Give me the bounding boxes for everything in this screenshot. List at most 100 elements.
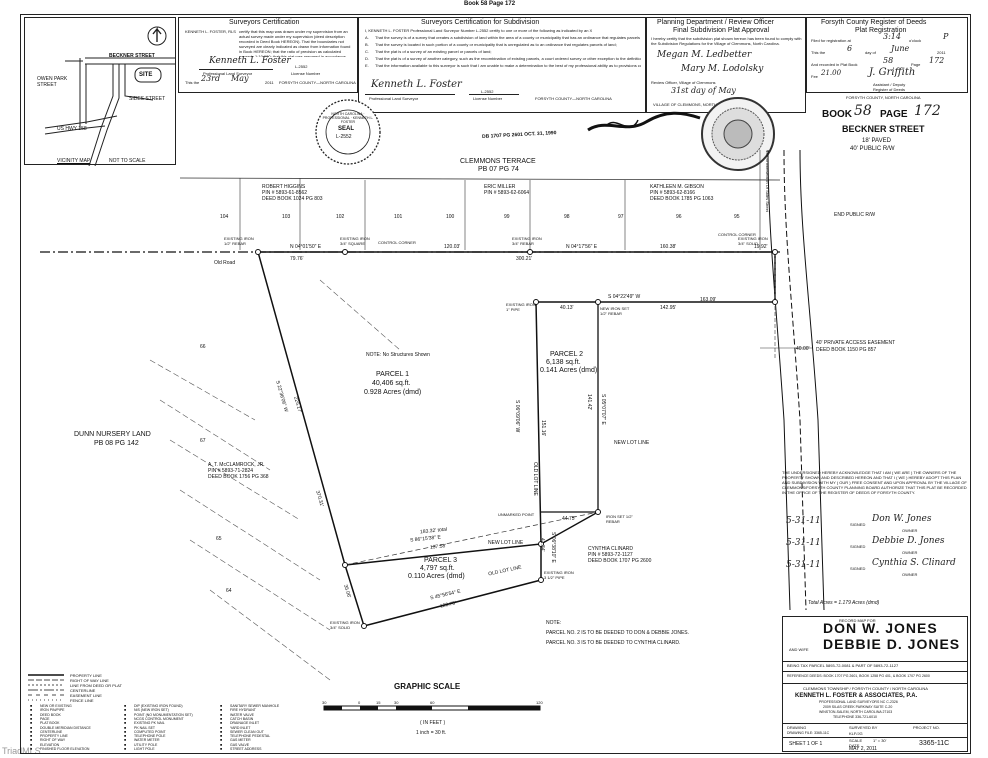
legend-entry: STREET ADDRESS xyxy=(230,747,262,751)
lot-number: 95 xyxy=(734,214,740,220)
owner-role: OWNER xyxy=(902,550,918,555)
owner-cert-date: 5-31-11 xyxy=(786,516,821,526)
firm-address: 2009 SILAS CREEK PARKWAY SUITE C-20 xyxy=(823,705,893,709)
vicinity-street: BECKNER STREET xyxy=(109,53,155,59)
legend-entry: ELEVATION xyxy=(40,742,60,747)
dunn-nursery-pb: PB 08 PG 142 xyxy=(94,440,139,447)
surveyor-name: KENNETH L. FOSTER, RLS xyxy=(185,29,236,34)
legend-symbol-icon: ■ xyxy=(124,742,127,747)
legend-entry: LIGHT POLE xyxy=(134,747,155,751)
bearing: S 05°07'07" E xyxy=(600,394,606,425)
legend-symbol-icon: ■ xyxy=(220,704,223,708)
old-road: Old Road xyxy=(214,260,236,266)
clemmons-terrace: CLEMMONS TERRACE xyxy=(460,158,536,165)
legend-entry: PAGE xyxy=(40,716,50,721)
graphic-scale-bar xyxy=(323,705,541,711)
distance: 151.16' xyxy=(540,420,546,437)
vicinity-scale-note: NOT TO SCALE xyxy=(109,158,146,164)
legend-symbol-icon: ■ xyxy=(30,725,33,730)
plat-date: MAY 2, 2011 xyxy=(849,746,878,752)
legend-entry: DEED BOOK xyxy=(40,712,61,717)
surveyor-seal: NORTH CAROLINA · PROFESSIONAL · KENNETH … xyxy=(314,98,382,166)
owner-pin: PIN # 5893-62-8166 xyxy=(650,190,696,196)
reference-deeds: REFERENCE DEEDS: BOOK 1707 PG 2601, BOOK… xyxy=(787,674,930,678)
register-month: June xyxy=(891,44,910,53)
legend-symbol-icon: ■ xyxy=(220,712,223,717)
legend-entry: NEW OR EXISTING xyxy=(40,704,72,708)
register-place: FORSYTH COUNTY, NORTH CAROLINA xyxy=(846,95,921,100)
easement-label: 40' PRIVATE ACCESS EASEMENT xyxy=(816,340,896,346)
legend-symbol-icon: ■ xyxy=(220,708,223,713)
legend-symbol-icon: ■ xyxy=(30,734,33,739)
owner-deed: DEED BOOK 1756 PG 368 xyxy=(208,474,269,480)
scale-label: SCALE xyxy=(849,738,863,743)
firm-sub: PROFESSIONAL LAND SURVEYORS NC C-2326 xyxy=(819,700,898,704)
legend-symbol-icon: ■ xyxy=(30,738,33,743)
parcel-note: NOTE: xyxy=(546,620,562,626)
scale-tick: 0 xyxy=(358,700,361,705)
legend: PROPERTY LINE RIGHT OF WAY LINE LINE FRO… xyxy=(24,672,314,752)
owner-deed: DEED BOOK 1024 PG 803 xyxy=(262,196,323,202)
beckner-street: BECKNER STREET xyxy=(842,124,925,134)
parcel-note: PARCEL NO. 3 IS TO BE DEEDED TO CYNTHIA … xyxy=(546,640,681,646)
parcel-sqft: 6,138 sq.ft. xyxy=(546,359,581,366)
lot-number: 100 xyxy=(446,214,455,220)
lot-line-label: NEW LOT LINE xyxy=(488,540,524,546)
seal-label: SEAL xyxy=(338,126,355,132)
lot-number: 101 xyxy=(394,214,403,220)
book-stamp-prefix: BOOK xyxy=(822,109,852,120)
parcel-sqft: 4,797 sq.ft. xyxy=(420,565,455,572)
owner-name: ERIC MILLER xyxy=(484,184,516,190)
plat-note: NOTE: No Structures Shown xyxy=(366,352,430,358)
scale-tick: 30 xyxy=(322,700,327,705)
seal-ring-text: NORTH CAROLINA · PROFESSIONAL · KENNETH … xyxy=(322,112,374,124)
surveyor-license: L-2552 xyxy=(295,64,308,69)
record-map-label: RECORD MAP FOR xyxy=(839,618,876,623)
project-label: PROJECT NO. xyxy=(913,725,940,730)
register-title: Forsyth County Register of Deeds xyxy=(821,19,927,26)
subdivision-cert-lead: I, KENNETH L. FOSTER Professional Land S… xyxy=(365,28,593,33)
owner-secondary: DEBBIE D. JONES xyxy=(823,636,961,652)
legend-symbol-icon: ■ xyxy=(30,747,33,751)
cert-item-letter: A. xyxy=(365,35,369,40)
owner-pin: PIN # 5893-61-8562 xyxy=(262,190,308,196)
and-wife-label: AND WIFE xyxy=(789,647,809,652)
register-of-deeds: Forsyth County Register of Deeds Plat Re… xyxy=(806,17,968,93)
scale-unit: ( IN FEET ) xyxy=(420,720,446,726)
owner-name: KATHLEEN M. GIBSON xyxy=(650,184,704,190)
pin-label: EXISTING IRON 1/2" REBAR xyxy=(224,236,254,246)
distance: 141.42' xyxy=(586,394,592,411)
lot-number: 102 xyxy=(336,214,345,220)
register-field-label: This the xyxy=(811,50,826,55)
owner-pin: PIN # 5893-62-6064 xyxy=(484,190,530,196)
register-field-label: And recorded in Plat Book xyxy=(811,62,858,67)
page-stamp-prefix: PAGE xyxy=(880,109,908,120)
scale-tick: 120 xyxy=(536,700,543,705)
side-lot-number: 65 xyxy=(216,536,222,542)
register-fee-label: Fee xyxy=(811,74,818,79)
legend-entry: COMPUTED POINT xyxy=(134,729,166,734)
legend-entry: PLAT BOOK xyxy=(40,721,60,726)
drawing-label: DRAWING xyxy=(787,725,807,730)
legend-symbol-icon: ■ xyxy=(30,704,33,708)
easement-deed: DEED BOOK 1150 PG 857 xyxy=(816,347,877,353)
seal-license: L-2552 xyxy=(336,134,352,140)
surveyor-signature-line: Professional Land Surveyor xyxy=(203,71,253,76)
legend-symbol-icon: ■ xyxy=(220,716,223,721)
signature-flourish-icon xyxy=(586,108,702,138)
legend-symbol-icon: ■ xyxy=(124,738,127,743)
legend-entry: PROPERTY LINE xyxy=(40,734,68,739)
legend-entry: FINISHED FLOOR ELEVATION xyxy=(40,747,90,751)
owner-cert-date: 5-31-11 xyxy=(786,560,821,570)
legend-symbol-icon: ■ xyxy=(124,716,127,721)
bearing: S 04°22'49" W xyxy=(608,294,641,300)
owner-pin: PIN # 5893-71-2824 xyxy=(208,468,254,474)
legend-line: PROPERTY LINE xyxy=(70,673,102,678)
clemmons-terrace-pb: PB 07 PG 74 xyxy=(478,166,519,173)
signed-label: SIGNED xyxy=(850,522,866,527)
legend-symbol-icon: ■ xyxy=(30,708,33,713)
distance: 79.76' xyxy=(290,256,304,262)
scale-ratio: 1 inch = 30 ft. xyxy=(416,730,447,736)
owner-name: ROBERT HIGGINS xyxy=(262,184,306,190)
